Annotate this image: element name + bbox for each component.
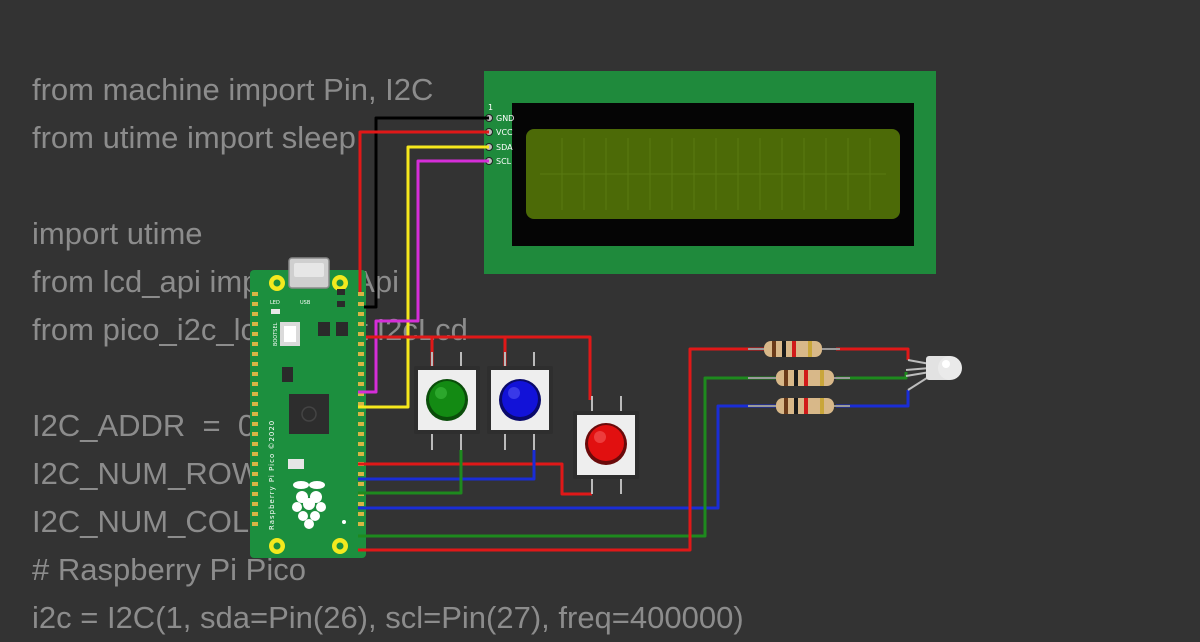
lcd-pin-gnd-label: GND [496, 114, 514, 123]
pico-debug-pad [288, 459, 304, 469]
lcd-pin-scl[interactable]: SCL [485, 157, 512, 166]
lcd-pin-vcc[interactable]: VCC [485, 128, 514, 137]
wire-resistor-led-green[interactable] [836, 372, 908, 380]
bootsel-button[interactable] [280, 322, 300, 346]
wire-resistor-led-blue[interactable] [836, 390, 910, 408]
lcd-display[interactable]: 1 GND VCC SDA SCL [484, 71, 936, 274]
lcd-pin1-marker: 1 [488, 103, 493, 112]
pico-bootsel-label: BOOTSEL [273, 322, 279, 346]
wire-green-button-signal[interactable] [358, 450, 463, 495]
lcd-pin-scl-label: SCL [496, 157, 512, 166]
wires [358, 116, 910, 552]
resistor-red-channel[interactable] [748, 341, 840, 357]
pushbutton-green[interactable] [414, 352, 480, 450]
code-line: from utime import sleep [32, 120, 356, 155]
resistor-blue-channel[interactable] [748, 398, 850, 414]
code-line: from machine import Pin, I2C [32, 72, 434, 107]
wire-blue-button-signal[interactable] [358, 450, 536, 481]
pico-usb-label: USB [300, 300, 311, 306]
wire-scl-magenta[interactable] [358, 159, 489, 394]
pico-smd-part-2 [337, 301, 345, 307]
lcd-pin-vcc-label: VCC [496, 128, 513, 137]
rgb-led[interactable] [905, 356, 962, 391]
pico-smd-part [337, 289, 345, 295]
lcd-pin-sda[interactable]: SDA [485, 143, 514, 152]
pico-led-label: LED [270, 300, 280, 306]
wire-resistor-led-red[interactable] [836, 347, 910, 360]
wire-led-green[interactable] [358, 376, 776, 538]
resistor-green-channel[interactable] [748, 370, 850, 386]
wire-sda-yellow[interactable] [358, 145, 489, 409]
pushbutton-red[interactable] [573, 396, 639, 494]
pico-mounting-holes [269, 275, 348, 554]
rp2040-chip [289, 394, 329, 434]
lcd-character-grid [540, 138, 886, 210]
raspberry-pi-pico[interactable]: LED USB BOOTSEL [250, 257, 366, 558]
pico-usb-connector [288, 257, 330, 289]
wire-led-red[interactable] [358, 347, 776, 552]
wire-vcc-red[interactable] [358, 130, 489, 292]
code-line: import utime [32, 216, 203, 251]
raspberry-pi-logo-icon [292, 481, 326, 529]
pico-crystal [282, 367, 293, 382]
pico-flash [336, 322, 348, 336]
lcd-pin-gnd[interactable]: GND [485, 114, 515, 123]
wire-button-power[interactable] [366, 335, 592, 400]
wire-led-blue[interactable] [358, 404, 776, 510]
pico-onboard-led [271, 309, 280, 314]
code-line: i2c = I2C(1, sda=Pin(26), scl=Pin(27), f… [32, 600, 744, 635]
pico-board-label: Raspberry Pi Pico ©2020 [268, 420, 276, 530]
pico-test-point [342, 520, 346, 524]
pushbutton-blue[interactable] [487, 352, 553, 450]
pico-header-pins [252, 292, 364, 526]
lcd-pin-sda-label: SDA [496, 143, 513, 152]
wire-gnd-black[interactable] [364, 116, 489, 309]
pico-regulator [318, 322, 330, 336]
